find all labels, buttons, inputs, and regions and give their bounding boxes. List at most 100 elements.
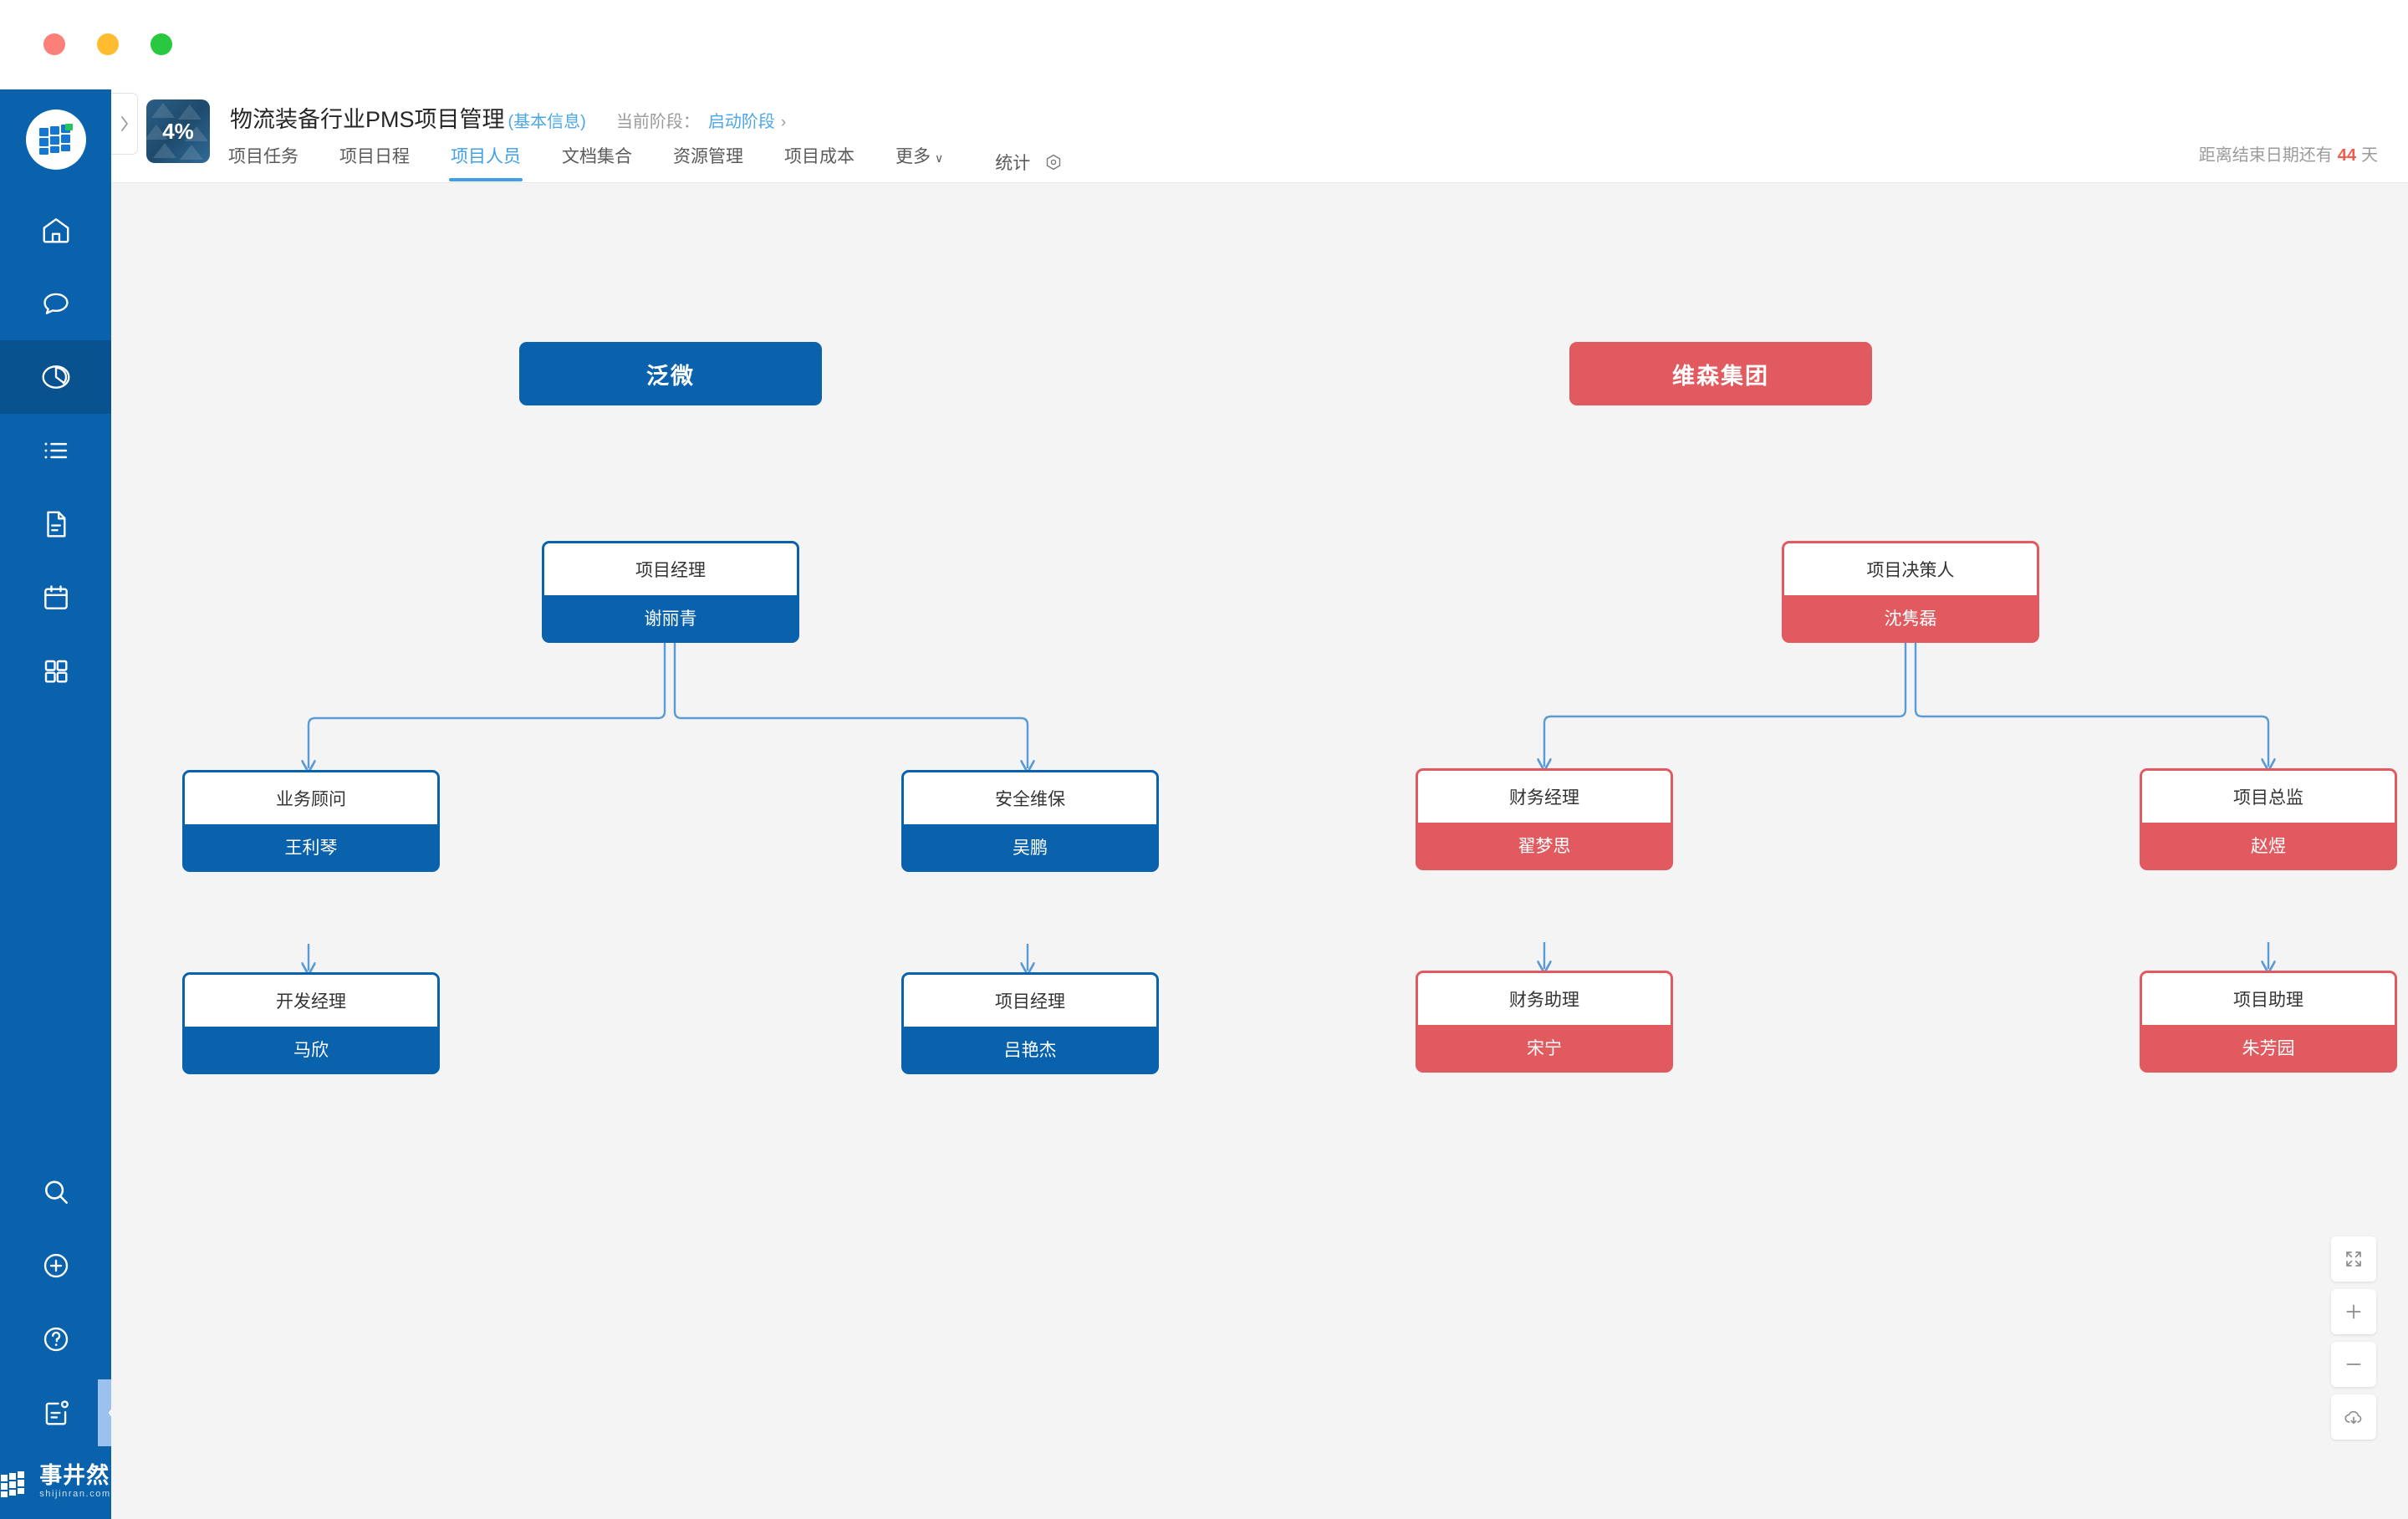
- org-node-b2[interactable]: 业务顾问 王利琴: [182, 770, 440, 872]
- org-node-role: 财务助理: [1418, 973, 1671, 1025]
- project-avatar[interactable]: 4%: [146, 99, 210, 163]
- stage-value[interactable]: 启动阶段: [707, 113, 775, 131]
- tab-label: 项目日程: [339, 147, 410, 166]
- panel-expand-button[interactable]: [111, 93, 138, 155]
- project-subtitle[interactable]: (基本信息): [508, 113, 586, 131]
- list-icon: [44, 442, 67, 459]
- chevron-right-icon: [120, 116, 128, 131]
- org-node-person: 吴鹏: [1013, 839, 1048, 858]
- tab-document-collection[interactable]: 文档集合: [562, 143, 632, 181]
- target-icon-glyph: [1047, 154, 1061, 171]
- tab-label: 资源管理: [673, 147, 743, 166]
- org-node-person: 翟梦思: [1518, 837, 1571, 856]
- org-node-r2[interactable]: 财务经理 翟梦思: [1416, 768, 1673, 870]
- org-node-role: 开发经理: [185, 975, 437, 1027]
- zoom-in-button[interactable]: [2331, 1289, 2376, 1334]
- sidebar-item-feedback[interactable]: [0, 1376, 111, 1450]
- tab-resource-management[interactable]: 资源管理: [673, 143, 743, 181]
- org-node-role: 项目总监: [2142, 771, 2395, 823]
- tab-project-tasks[interactable]: 项目任务: [228, 143, 298, 181]
- sidebar-item-documents[interactable]: [0, 487, 111, 561]
- sidebar-item-home[interactable]: [0, 193, 111, 267]
- org-node-role: 项目助理: [2142, 973, 2395, 1025]
- tab-project-schedule[interactable]: 项目日程: [339, 143, 410, 181]
- sidebar-footer-logo: 事井然 shijinran.com: [0, 1458, 111, 1519]
- sidebar-item-help[interactable]: [0, 1302, 111, 1376]
- project-header: 4% 物流装备行业PMS项目管理 (基本信息) 当前阶段： 启动阶段 › 项目任…: [111, 89, 2408, 183]
- chat-bubble-icon: [43, 293, 69, 314]
- sidebar-item-projects[interactable]: [0, 340, 111, 414]
- feedback-icon: [45, 1400, 69, 1425]
- sidebar-nav-top: [0, 193, 111, 708]
- org-node-person: 朱芳园: [2242, 1039, 2295, 1058]
- avatar-pattern: [146, 103, 208, 160]
- tab-label: 项目人员: [451, 147, 521, 166]
- maximize-window-button[interactable]: [150, 33, 172, 55]
- tab-project-cost[interactable]: 项目成本: [784, 143, 855, 181]
- org-root-node-client[interactable]: 维森集团: [1569, 342, 1872, 405]
- org-node-r4[interactable]: 财务助理 宋宁: [1416, 971, 1673, 1073]
- canvas-zoom-controls: [2331, 1236, 2376, 1440]
- org-node-person: 王利琴: [284, 839, 338, 858]
- stage-label: 当前阶段：: [615, 113, 700, 131]
- org-node-b5[interactable]: 项目经理 吕艳杰: [901, 972, 1159, 1074]
- org-node-r5[interactable]: 项目助理 朱芳园: [2140, 971, 2397, 1073]
- target-icon[interactable]: [1043, 152, 1064, 172]
- org-node-person: 马欣: [293, 1041, 329, 1060]
- org-node-role: 财务经理: [1418, 771, 1671, 823]
- org-node-role: 项目决策人: [1784, 543, 2037, 595]
- question-circle-icon: [43, 1327, 68, 1352]
- sidebar-item-search[interactable]: [0, 1155, 111, 1229]
- fullscreen-icon: [2346, 1251, 2361, 1267]
- minimize-window-button[interactable]: [97, 33, 119, 55]
- project-progress-percent: 4%: [162, 118, 194, 144]
- tab-project-members[interactable]: 项目人员: [449, 143, 523, 181]
- left-sidebar: 事井然 shijinran.com: [0, 89, 111, 1519]
- footer-brand-en: shijinran.com: [39, 1489, 111, 1499]
- org-node-role: 项目经理: [544, 543, 797, 595]
- brand-logo[interactable]: [25, 110, 86, 170]
- org-chart-canvas[interactable]: 泛微 项目经理 谢丽青 业务顾问 王利琴 安全维保 吴鹏 开发经理 马欣 项目经…: [111, 183, 2408, 1519]
- sidebar-item-messages[interactable]: [0, 267, 111, 340]
- window-controls: [43, 33, 172, 55]
- stage-caret-icon[interactable]: ›: [780, 114, 787, 131]
- close-window-button[interactable]: [43, 33, 65, 55]
- org-node-person: 赵煜: [2251, 837, 2286, 856]
- org-node-person: 吕艳杰: [1003, 1041, 1057, 1060]
- sidebar-item-tasks[interactable]: [0, 414, 111, 487]
- sidebar-nav-bottom: [0, 1155, 111, 1458]
- page-title: 物流装备行业PMS项目管理: [230, 107, 505, 132]
- deadline-suffix: 天: [2361, 146, 2378, 165]
- org-node-b3[interactable]: 安全维保 吴鹏: [901, 770, 1159, 872]
- plus-circle-icon: [43, 1253, 68, 1278]
- org-node-person: 谢丽青: [644, 609, 697, 629]
- org-root-node-vendor[interactable]: 泛微: [519, 342, 822, 405]
- org-node-r3[interactable]: 项目总监 赵煜: [2140, 768, 2397, 870]
- org-node-r1[interactable]: 项目决策人 沈隽磊: [1782, 541, 2039, 643]
- download-button[interactable]: [2331, 1394, 2376, 1440]
- tab-more[interactable]: 更多∨: [895, 143, 943, 181]
- sidebar-item-calendar[interactable]: [0, 561, 111, 635]
- org-node-b1[interactable]: 项目经理 谢丽青: [542, 541, 799, 643]
- tab-label: 文档集合: [562, 147, 632, 166]
- footer-brand-cn: 事井然: [39, 1463, 110, 1488]
- home-icon: [43, 218, 69, 243]
- org-node-role: 业务顾问: [185, 772, 437, 824]
- org-node-b4[interactable]: 开发经理 马欣: [182, 972, 440, 1074]
- grid-logo-icon: [38, 124, 73, 155]
- document-icon: [46, 511, 65, 538]
- statistics-label[interactable]: 统计: [995, 154, 1031, 173]
- sidebar-item-apps[interactable]: [0, 635, 111, 708]
- search-icon: [44, 1180, 68, 1204]
- statistics-group: 统计: [995, 150, 1064, 175]
- org-node-role: 项目经理: [904, 975, 1156, 1027]
- fit-screen-button[interactable]: [2331, 1236, 2376, 1282]
- deadline-days: 44: [2337, 146, 2356, 165]
- chevron-down-icon: ∨: [935, 151, 944, 165]
- sidebar-item-create[interactable]: [0, 1229, 111, 1302]
- zoom-out-button[interactable]: [2331, 1342, 2376, 1387]
- plus-icon: [2346, 1304, 2361, 1319]
- org-root-label: 泛微: [646, 363, 695, 389]
